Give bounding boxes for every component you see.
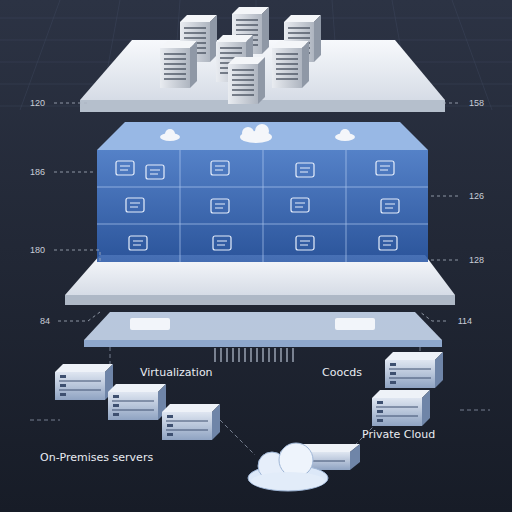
part-label: Private Cloud bbox=[362, 429, 435, 442]
illustration-part bbox=[54, 172, 95, 173]
illustration-part bbox=[430, 196, 458, 197]
network-links bbox=[30, 347, 490, 470]
illustration-part bbox=[272, 41, 309, 88]
illustration-part bbox=[244, 348, 245, 362]
illustration-part bbox=[263, 150, 264, 262]
illustration-part bbox=[213, 236, 231, 250]
illustration-part bbox=[84, 312, 442, 340]
part-label: Coocds bbox=[322, 367, 362, 380]
illustration-part bbox=[268, 348, 269, 362]
illustration-part bbox=[30, 420, 60, 421]
callout-number: 128 bbox=[469, 255, 484, 265]
part-label: On-Premises servers bbox=[40, 452, 153, 465]
illustration-part bbox=[255, 124, 269, 138]
private-cloud-shape bbox=[248, 443, 328, 491]
illustration-part bbox=[226, 348, 227, 362]
illustration-part bbox=[97, 224, 428, 225]
illustration-part bbox=[340, 129, 350, 139]
callout-number: 84 bbox=[40, 316, 50, 326]
callout-number: 158 bbox=[469, 98, 484, 108]
illustration-part bbox=[292, 348, 293, 362]
illustration-part bbox=[440, 103, 458, 104]
illustration-part bbox=[58, 312, 100, 321]
illustration-part bbox=[291, 198, 309, 212]
illustration-part bbox=[165, 129, 175, 139]
middle-slab bbox=[65, 255, 455, 305]
illustration-part bbox=[350, 444, 360, 470]
illustration-part bbox=[116, 161, 134, 175]
illustration-part bbox=[279, 443, 313, 477]
illustration-part bbox=[286, 348, 287, 362]
illustration-part bbox=[381, 199, 399, 213]
illustration-part bbox=[84, 340, 442, 347]
illustration-part bbox=[262, 348, 263, 362]
callout-number: 126 bbox=[469, 191, 484, 201]
illustration-part bbox=[220, 348, 221, 362]
illustration-part bbox=[256, 348, 257, 362]
illustration-part bbox=[280, 348, 281, 362]
illustration-part bbox=[274, 348, 275, 362]
illustration-part bbox=[296, 236, 314, 250]
illustration-part bbox=[460, 410, 490, 411]
callout-number: 186 bbox=[30, 167, 45, 177]
virtualization-cube bbox=[97, 122, 428, 262]
illustration-part bbox=[97, 122, 428, 150]
illustration-part bbox=[379, 236, 397, 250]
illustration-part bbox=[238, 348, 239, 362]
illustration-part bbox=[372, 390, 430, 426]
illustration-part bbox=[97, 187, 428, 188]
illustration-part bbox=[129, 236, 147, 250]
illustration-part bbox=[215, 348, 293, 362]
illustration-part bbox=[80, 100, 445, 112]
illustration-part bbox=[430, 260, 458, 261]
background-grid bbox=[0, 0, 512, 110]
illustration-part bbox=[376, 161, 394, 175]
illustration-part bbox=[232, 348, 233, 362]
illustration-part bbox=[160, 41, 197, 88]
illustration-part bbox=[251, 472, 325, 490]
illustration-part bbox=[54, 250, 100, 262]
illustration-part bbox=[108, 384, 166, 420]
cloud-icon bbox=[160, 124, 355, 143]
illustration-part bbox=[420, 312, 446, 321]
illustration-part bbox=[180, 150, 181, 262]
illustration-part bbox=[97, 150, 428, 262]
illustration-part bbox=[385, 352, 443, 388]
illustration-part bbox=[54, 103, 88, 104]
illustration-part bbox=[250, 348, 251, 362]
illustration-part bbox=[97, 150, 428, 262]
illustration-part bbox=[242, 127, 254, 139]
illustration-part bbox=[126, 198, 144, 212]
callout-number: 114 bbox=[458, 316, 472, 326]
callout-number: 180 bbox=[30, 245, 45, 255]
illustration-part bbox=[65, 295, 455, 305]
illustration-part bbox=[162, 404, 220, 440]
illustration-part bbox=[452, 0, 492, 110]
illustration-part bbox=[228, 57, 265, 104]
illustration-part bbox=[346, 150, 347, 262]
illustration-part bbox=[296, 163, 314, 177]
illustration-part bbox=[211, 161, 229, 175]
illustration-part bbox=[211, 199, 229, 213]
base-slab bbox=[84, 312, 442, 362]
illustration-part bbox=[214, 348, 215, 362]
illustration-part bbox=[220, 420, 255, 455]
part-label: Virtualization bbox=[140, 367, 213, 380]
illustration-part bbox=[146, 165, 164, 179]
callout-number: 120 bbox=[30, 98, 45, 108]
illustration-part bbox=[20, 0, 60, 110]
illustration-part bbox=[335, 318, 375, 330]
leader-lines bbox=[54, 103, 458, 321]
illustration-part bbox=[130, 318, 170, 330]
illustration-part bbox=[55, 364, 113, 400]
